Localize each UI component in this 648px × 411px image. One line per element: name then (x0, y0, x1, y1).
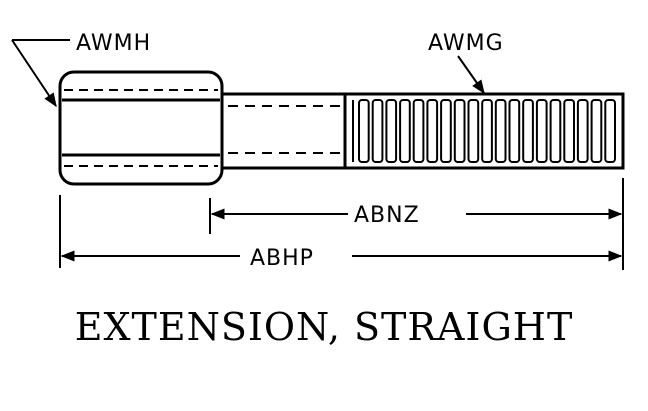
thread-ridge (535, 99, 548, 163)
thread-ridge (399, 99, 411, 163)
thread-ridge (604, 99, 616, 163)
thread-ridge (508, 99, 521, 163)
thread-ridge (412, 99, 425, 163)
diagram-caption: EXTENSION, STRAIGHT (74, 305, 574, 349)
thread-ridge (426, 99, 439, 163)
thread-leader (457, 55, 485, 95)
hex-end-leader (11, 39, 70, 108)
thread-ridge (358, 99, 370, 163)
thread-label: AWMG (428, 31, 504, 56)
thread-ridge (481, 99, 493, 163)
thread-ridge (440, 99, 452, 163)
thread-length-label: ABNZ (354, 203, 420, 228)
plain-shank (222, 92, 345, 170)
thread-ridge (576, 99, 589, 163)
thread-ridge (453, 99, 466, 163)
thread-ridge (371, 99, 384, 163)
threaded-section (343, 92, 625, 170)
thread-ridge (549, 99, 562, 163)
overall-length-label: ABHP (250, 246, 314, 271)
extension-lines (59, 178, 624, 270)
thread-ridge (522, 99, 534, 163)
hex-end-label: AWMH (76, 31, 151, 56)
thread-ridge (590, 99, 603, 163)
thread-ridge (467, 99, 480, 163)
thread-ridge (385, 99, 398, 163)
thread-ridge (563, 99, 575, 163)
hex-nut-body (58, 70, 224, 186)
thread-ridge (494, 99, 507, 163)
